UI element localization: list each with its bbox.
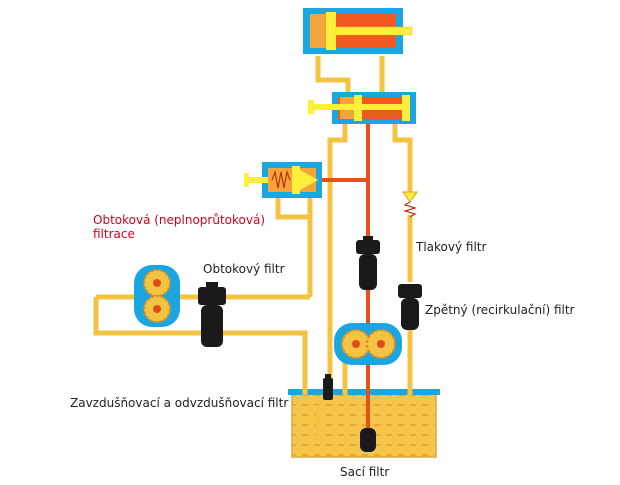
pressure-filter-icon xyxy=(356,236,380,290)
valve-return-line xyxy=(392,120,413,192)
suction-filter-label: Sací filtr xyxy=(340,465,390,479)
bypass-valve-feed xyxy=(307,189,320,297)
cylinder-rear-line xyxy=(315,56,351,95)
gear-hub xyxy=(377,340,385,348)
relief-adjust-stem xyxy=(248,177,268,183)
bypass-filter-icon xyxy=(198,282,226,347)
relief-valve-cone xyxy=(300,170,318,190)
bypass-filter-label: Obtokový filtr xyxy=(203,262,285,276)
breather-filter-label: Zavzdušňovací a odvzdušňovací filtr xyxy=(70,396,289,410)
main-pump xyxy=(334,323,402,365)
valve-stem xyxy=(314,104,410,110)
cylinder-rear-chamber xyxy=(310,14,326,48)
filters xyxy=(198,236,422,452)
check-spring-icon xyxy=(402,201,418,218)
directional-valve xyxy=(308,92,416,124)
return-filter-label: Zpětný (recirkulační) filtr xyxy=(425,303,575,317)
return-filter-icon xyxy=(398,284,422,330)
pressure-filter-label: Tlakový filtr xyxy=(416,240,487,254)
suction-filter-icon xyxy=(360,428,376,452)
cylinder-rod xyxy=(335,26,413,36)
gear-hub xyxy=(153,305,161,313)
bypass-relief-valve xyxy=(244,162,322,198)
breather-filter-icon xyxy=(323,374,333,400)
relief-valve-poppet xyxy=(292,166,300,194)
bypass-pump xyxy=(134,265,180,327)
gear-hub xyxy=(352,340,360,348)
yellow-lines xyxy=(93,56,413,440)
check-valve-icon xyxy=(402,191,418,203)
bypass-filtration-title-line1: Obtoková (neplnoprůtoková) xyxy=(93,213,266,227)
relief-adjust-knob xyxy=(244,173,249,187)
gear-hub xyxy=(153,279,161,287)
pressure-lines xyxy=(318,110,370,430)
bypass-filtration-title-line2: filtrace xyxy=(93,227,135,241)
check-valve xyxy=(402,191,418,218)
valve-knob xyxy=(308,100,314,114)
tank-lid xyxy=(288,389,440,395)
hydraulic-cylinder xyxy=(303,8,413,54)
valve-tank-line xyxy=(327,120,348,395)
relief-spring-icon xyxy=(271,169,291,189)
bypass-return-line xyxy=(93,297,308,395)
cylinder-piston xyxy=(326,12,336,50)
